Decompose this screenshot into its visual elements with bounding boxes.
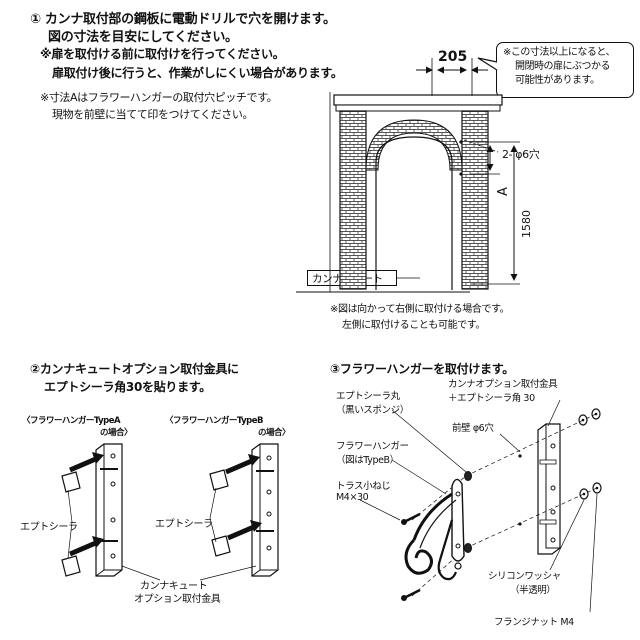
step1-warning-line2: 扉取付け後に行うと、作業がしにくい場合があります。	[52, 66, 343, 80]
dimension-205: 205	[438, 49, 468, 65]
truss-screw-label-line2: M4×30	[336, 492, 369, 503]
side-note-line2: 左側に取付けることも可能です。	[342, 320, 485, 331]
eptsealer-round-label: エプトシーラ丸	[336, 391, 400, 402]
step1-title: ① カンナ取付部の鋼板に電動ドリルで穴を開けます。	[30, 12, 336, 27]
truss-screw-label: トラス小ねじ	[336, 481, 391, 492]
silicon-washer-label: シリコンワッシャ	[488, 571, 561, 582]
gate-illustration	[296, 57, 520, 293]
silicon-washer-label-line2: （半透明）	[510, 585, 556, 596]
eptsealer-label-b: エプトシーラ	[155, 519, 213, 530]
type-a-label: 〈フラワーハンガーTypeA	[22, 416, 121, 426]
bracket-type-a-illustration	[61, 443, 161, 581]
flower-hanger-label: フラワーハンガー	[336, 441, 409, 452]
flange-nut-label: フランジナット M4	[494, 617, 574, 628]
side-note: ※図は向かって右側に取付ける場合です。	[330, 304, 510, 315]
bubble-line3: 可能性があります。	[515, 75, 600, 86]
step3-title: ③フラワーハンガーを取付けます。	[330, 362, 514, 376]
caution-bubble: ※この寸法以上になると、 開閉時の扉にぶつかる 可能性があります。	[496, 42, 634, 98]
step1-note: ※寸法Aはフラワーハンガーの取付穴ピッチです。	[40, 91, 278, 104]
bubble-line2: 開閉時の扉にぶつかる	[515, 61, 611, 72]
eptsealer-label-a: エプトシーラ	[20, 522, 78, 533]
option-bracket-label: カンナオプション取付金具	[448, 379, 558, 390]
step2-title-line2: エプトシーラ角30を貼ります。	[44, 380, 212, 394]
step2-title: ②カンナキュートオプション取付金具に	[30, 362, 239, 376]
option-bracket-label-line2: ＋エプトシーラ角 30	[448, 393, 535, 404]
bubble-line1: ※この寸法以上になると、	[503, 47, 615, 58]
step1-note-line2: 現物を前壁に当てて印をつけてください。	[52, 108, 254, 121]
type-b-label: 〈フラワーハンガーTypeB	[165, 416, 264, 426]
type-b-label-line2: の場合〉	[258, 428, 291, 438]
bracket-type-b-illustration	[199, 443, 279, 581]
step1-warning: ※扉を取付ける前に取付けを行ってください。	[40, 47, 285, 61]
type-a-label-line2: の場合〉	[100, 428, 133, 438]
flower-hanger-label-line2: （図はTypeB）	[336, 455, 399, 466]
eptsealer-round-label-line2: （黒いスポンジ）	[336, 405, 409, 416]
bracket-label: カンナキュート	[140, 581, 208, 592]
bracket-label-line2: オプション取付金具	[134, 594, 221, 605]
step1-title-line2: 図の寸法を目安にしてください。	[48, 30, 238, 45]
front-wall-hole-label: 前壁 φ6穴	[452, 423, 494, 434]
flower-hanger-illustration	[359, 399, 602, 613]
